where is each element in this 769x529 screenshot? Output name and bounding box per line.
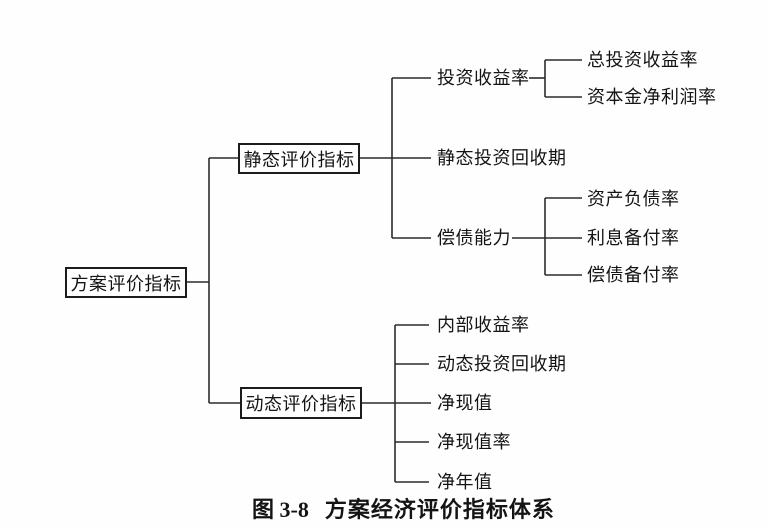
leaf-total-investment-return-rate: 总投资收益率 (587, 50, 698, 70)
leaf-asset-liability-ratio: 资产负债率 (587, 189, 680, 209)
leaf-net-present-value: 净现值 (437, 393, 493, 413)
leaf-interest-coverage-ratio: 利息备付率 (587, 228, 680, 248)
leaf-investment-return-rate: 投资收益率 (437, 68, 530, 88)
leaf-solvency: 偿债能力 (437, 228, 511, 248)
static-branch-node: 静态评价指标 (238, 143, 360, 174)
figure-caption: 图 3-8 方案经济评价指标体系 (252, 496, 555, 524)
figure-number: 图 3-8 (252, 497, 309, 522)
figure-title: 方案经济评价指标体系 (324, 497, 555, 522)
leaf-debt-service-coverage-ratio: 偿债备付率 (587, 265, 680, 285)
leaf-internal-rate-of-return: 内部收益率 (437, 315, 530, 335)
leaf-net-present-value-rate: 净现值率 (437, 432, 511, 452)
root-node: 方案评价指标 (65, 267, 187, 298)
leaf-net-annual-value: 净年值 (437, 472, 493, 492)
leaf-dynamic-payback-period: 动态投资回收期 (437, 354, 567, 374)
dynamic-branch-node: 动态评价指标 (240, 387, 362, 419)
leaf-static-payback-period: 静态投资回收期 (437, 148, 567, 168)
leaf-capital-net-profit-rate: 资本金净利润率 (587, 87, 717, 107)
